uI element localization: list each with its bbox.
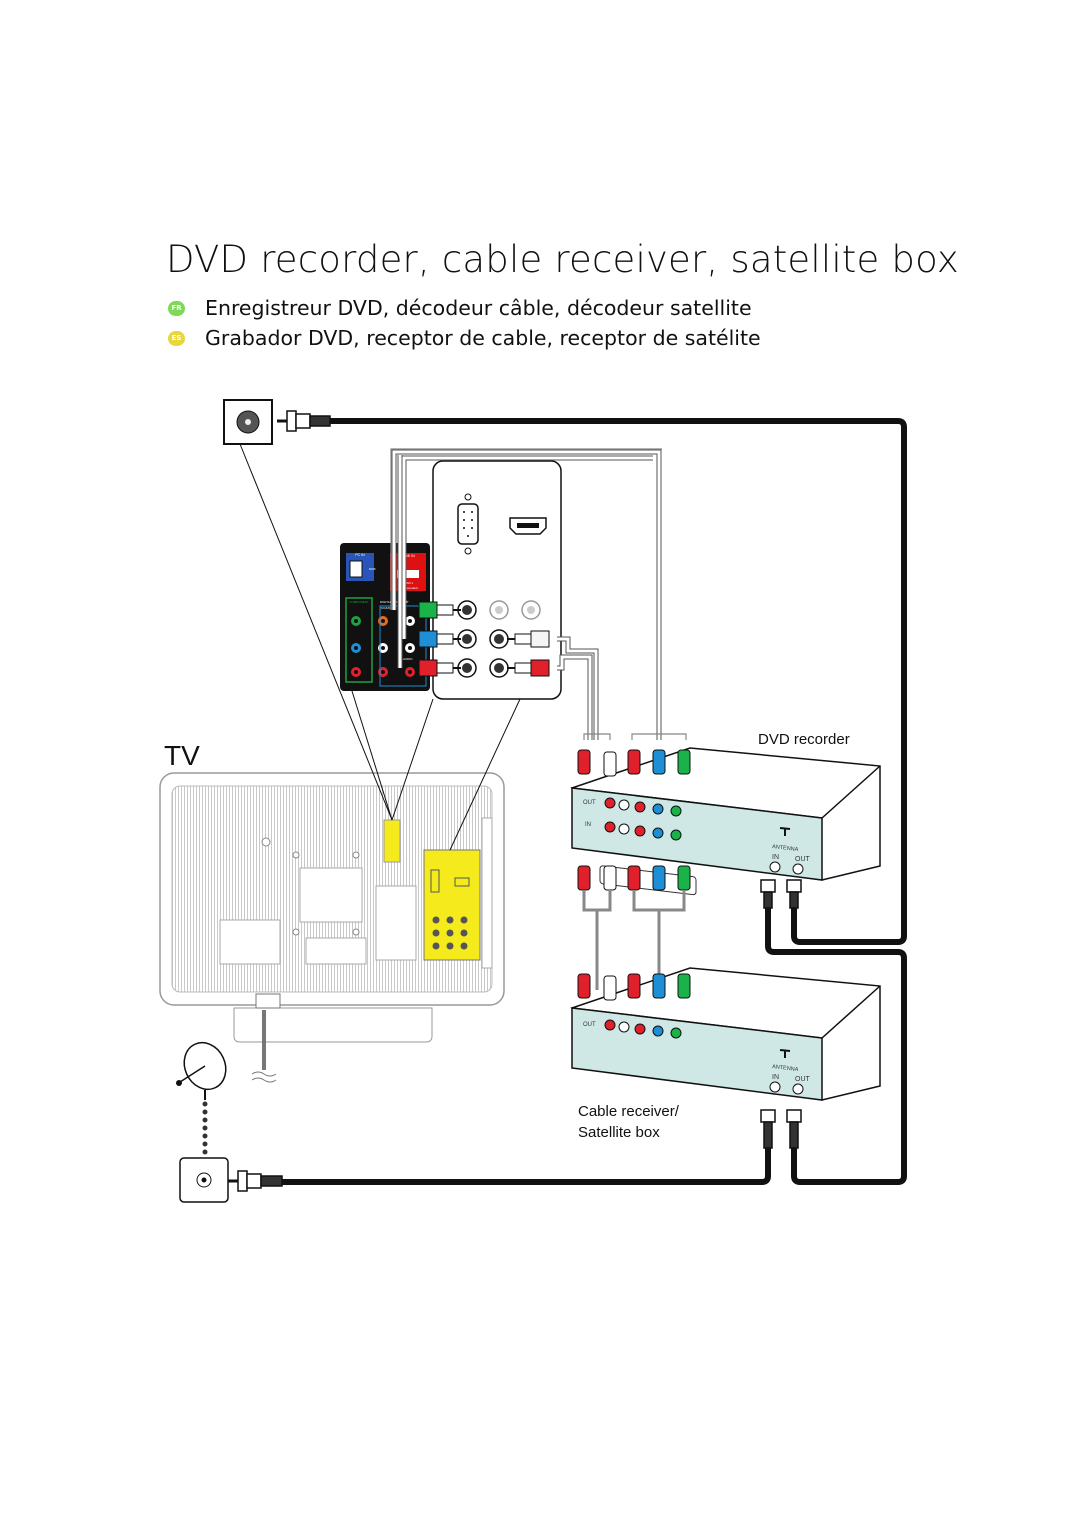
cable-antenna-plugs [760, 1109, 802, 1149]
rca-cables-bundle [390, 448, 687, 740]
vga-port-icon [457, 493, 479, 555]
fr-caption: Enregistreur DVD, décodeur câble, décode… [205, 296, 752, 320]
tv-back [159, 772, 505, 1083]
audio-label: AUDIO [403, 657, 413, 661]
rgb-label: RGB [369, 567, 376, 571]
dvd-antenna-out-label: OUT [795, 856, 811, 863]
audio-plugs-tv [507, 630, 550, 677]
lang-row-fr: FR Enregistreur DVD, décodeur câble, déc… [168, 296, 752, 320]
svg-text:TV: TV [164, 740, 200, 771]
cable-receiver-box: OUT ANTENNA IN OUT [570, 967, 881, 1101]
rca-jacks [457, 600, 541, 678]
antenna-cables [282, 418, 907, 1185]
dvd-antenna-label: ANTENNA [772, 844, 799, 853]
tv-label: TV [164, 740, 200, 771]
es-caption: Grabador DVD, receptor de cable, recepto… [205, 326, 761, 350]
hdmi-port-icon [509, 517, 547, 535]
coax-plug-top [277, 410, 331, 432]
dvd-recorder-box: OUT IN ANTENNA IN OUT [570, 747, 881, 896]
cable-antenna-in-label: IN [772, 1074, 779, 1081]
cable-receiver-label-1: Cable receiver/ [578, 1103, 680, 1120]
dvd-plugs-top [577, 749, 691, 777]
wall-antenna-socket [223, 399, 273, 445]
tv-side-panel: PC IN RGB HDMI IN HDMI 1 recommended COM… [340, 543, 430, 691]
satellite-dish-icon [176, 1041, 227, 1100]
cable-antenna-out-label: OUT [795, 1076, 811, 1083]
zoom-leader-lines [239, 443, 521, 851]
recommended-label: recommended [398, 586, 418, 590]
dvd-plugs-bottom [577, 865, 691, 891]
component-label: COMPONENT [349, 600, 369, 604]
cable-out-label: OUT [583, 1022, 596, 1028]
dvd-out-label: OUT [583, 800, 596, 806]
lang-row-es: ES Grabador DVD, receptor de cable, rece… [168, 326, 761, 350]
hdmi-in-label: HDMI IN [401, 554, 415, 558]
dvd-antenna-plugs [760, 879, 802, 909]
cable-plugs-top [577, 973, 691, 1001]
satellite-dotted-cable [202, 1101, 208, 1155]
dvd-in-label: IN [585, 822, 591, 828]
hdmi-1-label: HDMI 1 [403, 581, 413, 585]
component-plugs-tv [418, 601, 461, 677]
cable-receiver-label-2: Satellite box [578, 1124, 660, 1141]
cable-antenna-label: ANTENNA [772, 1064, 799, 1073]
coax-plug-bottom [228, 1170, 283, 1192]
satellite-wall-socket [179, 1157, 229, 1203]
page-title: DVD recorder, cable receiver, satellite … [166, 238, 959, 281]
coaxial-label: (COAXIAL) [380, 606, 395, 610]
pc-in-label: PC IN [355, 553, 365, 557]
dvd-antenna-in-label: IN [772, 854, 779, 861]
es-badge: ES [168, 330, 185, 346]
fr-badge: FR [168, 300, 185, 316]
dvd-recorder-label: DVD recorder [758, 731, 850, 748]
rca-cables-inner [392, 450, 661, 740]
